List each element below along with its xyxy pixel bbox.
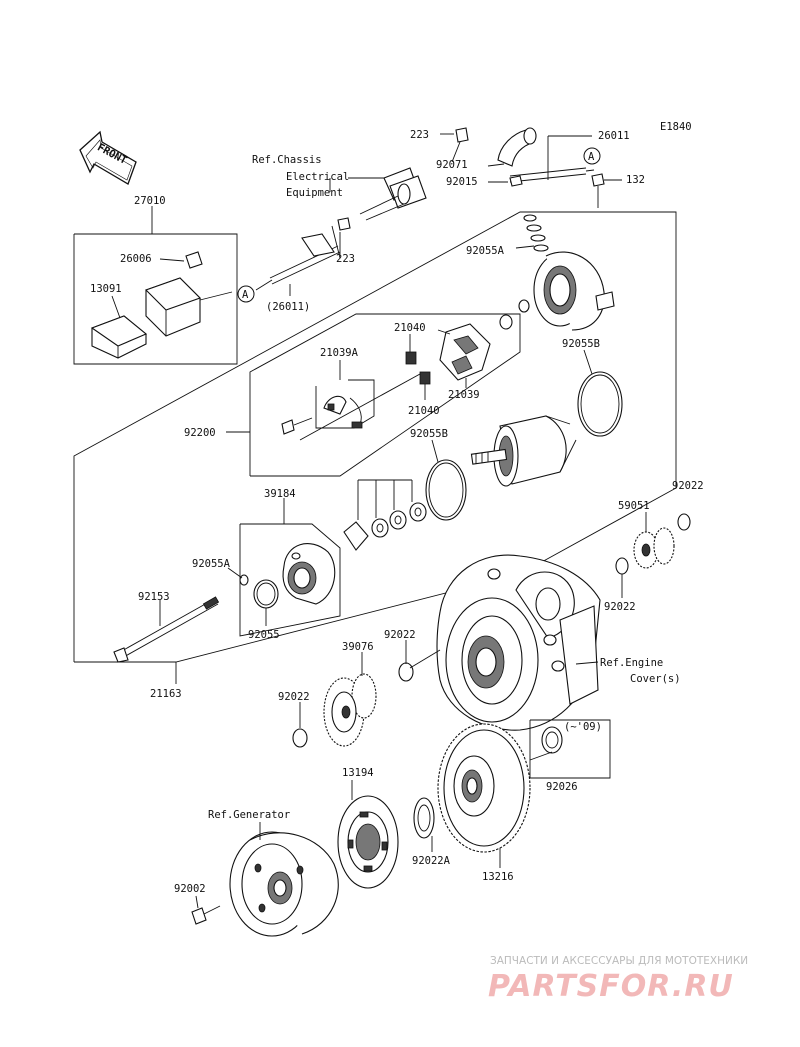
label-13216: 13216	[482, 871, 514, 883]
label-26011: 26011	[598, 130, 630, 142]
label-26006: 26006	[120, 253, 152, 265]
year-variant-box	[529, 719, 611, 779]
relay-group-box	[73, 233, 238, 365]
label-223-mid: 223	[336, 253, 355, 265]
part-92026-washer	[541, 726, 563, 754]
label-year-variant: (~'09)	[564, 721, 602, 733]
part-small-oring-1	[518, 299, 530, 313]
part-generator-rotor	[229, 831, 339, 937]
callout-a-top: A	[583, 147, 601, 165]
callout-a-mid: A	[237, 285, 255, 303]
part-21040-spring-bottom	[419, 371, 431, 400]
watermark-logo: PARTSFOR.RU	[488, 969, 734, 1004]
svg-text:A: A	[588, 151, 595, 163]
label-92026: 92026	[546, 781, 578, 793]
label-92022-r2: 92022	[604, 601, 636, 613]
label-21039A: 21039A	[320, 347, 359, 359]
label-92153: 92153	[138, 591, 170, 603]
part-39076-reduction-gear	[323, 673, 377, 747]
part-92022-washer-mid	[398, 662, 414, 682]
part-92055B-oring-left	[425, 459, 467, 521]
part-starter-relay	[144, 277, 233, 337]
part-92022-washer-r2	[615, 557, 629, 575]
part-92055A-orings	[515, 214, 549, 252]
ref-engine-2: Cover(s)	[630, 673, 681, 685]
label-13194: 13194	[342, 767, 374, 779]
part-starter-motor-body	[470, 415, 577, 487]
label-223-top: 223	[410, 129, 429, 141]
part-26011-rod	[269, 217, 351, 285]
chassis-electrical-bracket	[359, 167, 427, 221]
label-59051: 59051	[618, 500, 650, 512]
part-92055A-small-oring	[239, 574, 249, 586]
label-27010: 27010	[134, 195, 166, 207]
brush-assy-bracket	[315, 379, 375, 429]
label-92055B-right: 92055B	[562, 338, 600, 350]
part-21039-brush-holder	[439, 323, 491, 381]
label-92200: 92200	[184, 427, 216, 439]
label-92055: 92055	[248, 629, 280, 641]
part-brush-screw	[281, 417, 313, 435]
part-92055-oring	[253, 579, 279, 609]
part-13194-starter-clutch	[337, 795, 399, 889]
label-13091: 13091	[90, 283, 122, 295]
part-92015-nut	[488, 175, 523, 187]
ref-generator: Ref.Generator	[208, 809, 290, 821]
brush-holder-outline	[249, 313, 521, 477]
part-92022A-washer	[413, 797, 435, 839]
part-59051-idler-gear	[633, 527, 675, 569]
part-92055B-oring-right	[577, 371, 623, 437]
diagram-code: E1840	[660, 121, 692, 133]
label-39184: 39184	[264, 488, 296, 500]
part-39184-front-bracket	[282, 543, 336, 605]
part-washer-stack	[343, 502, 427, 551]
front-bracket-box	[239, 523, 341, 637]
part-21040-spring-top	[405, 334, 417, 365]
ref-chassis-2: Electrical	[286, 171, 349, 183]
label-92002: 92002	[174, 883, 206, 895]
label-21040-top: 21040	[394, 322, 426, 334]
part-92153-bolt	[113, 596, 220, 663]
label-26011-paren: (26011)	[266, 301, 310, 313]
label-92022-mid: 92022	[384, 629, 416, 641]
part-13216-starter-gear	[437, 723, 531, 853]
part-223-bolt-top	[440, 127, 469, 163]
part-small-oring-2	[499, 314, 513, 330]
part-132-bolt	[591, 173, 622, 208]
label-92022A: 92022A	[412, 855, 451, 867]
part-starter-end-cover	[533, 251, 615, 331]
label-21040-bottom: 21040	[408, 405, 440, 417]
ref-chassis-3: Equipment	[286, 187, 343, 199]
part-92022-washer-left	[292, 728, 308, 748]
label-92015: 92015	[446, 176, 478, 188]
label-92071: 92071	[436, 159, 468, 171]
watermark-tagline: ЗАПЧАСТИ И АКСЕССУАРЫ ДЛЯ МОТОТЕХНИКИ	[490, 955, 748, 967]
label-21163: 21163	[150, 688, 182, 700]
label-92055A-top: 92055A	[466, 245, 505, 257]
starter-assembly-outline	[73, 211, 677, 663]
part-engine-cover	[436, 554, 601, 731]
label-92022-left: 92022	[278, 691, 310, 703]
svg-text:A: A	[242, 289, 249, 301]
part-26011-cable	[497, 127, 595, 183]
front-arrow-icon: FRONT	[79, 130, 137, 185]
ref-chassis-1: Ref.Chassis	[252, 154, 322, 166]
label-39076: 39076	[342, 641, 374, 653]
label-92055B-left: 92055B	[410, 428, 448, 440]
part-21039A-brush	[323, 395, 363, 429]
label-92022-r1: 92022	[672, 480, 704, 492]
ref-engine-1: Ref.Engine	[600, 657, 663, 669]
part-13091-cover	[90, 295, 148, 359]
label-92055A-bottom: 92055A	[192, 558, 231, 570]
part-92022-washer-r1	[677, 513, 691, 531]
part-92002-bolt	[191, 895, 221, 925]
label-132: 132	[626, 174, 645, 186]
part-26006-clip	[159, 251, 203, 269]
label-21039: 21039	[448, 389, 480, 401]
